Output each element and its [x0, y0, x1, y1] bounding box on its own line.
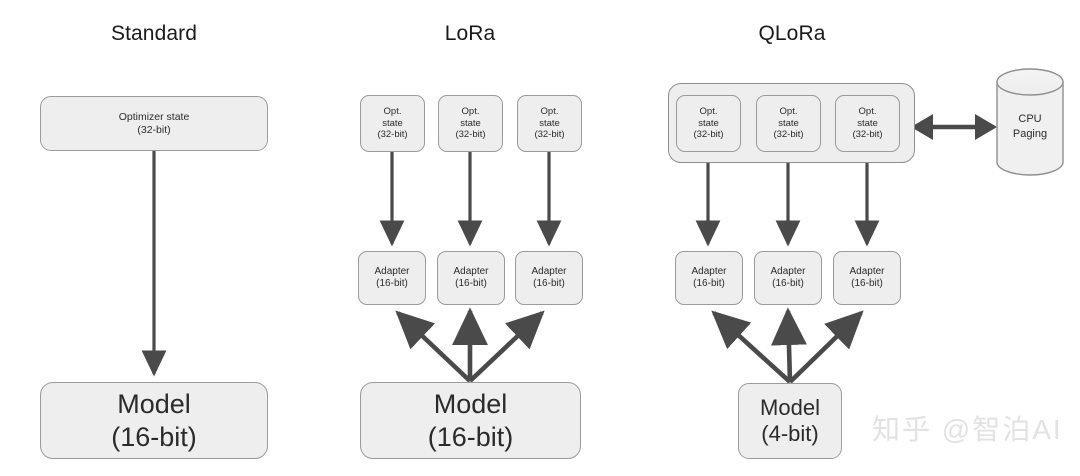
- qlora-model-line2: (4-bit): [761, 421, 819, 446]
- arrow-qlora-model-to-adapter-1: [711, 310, 792, 384]
- qlora-opt-3-line2: state: [857, 117, 878, 129]
- column-title-standard: Standard: [110, 22, 198, 45]
- qlora-adapter-box-3[interactable]: Adapter (16-bit): [833, 251, 901, 305]
- lora-adapter-2-line2: (16-bit): [455, 278, 487, 289]
- qlora-model-line1: Model: [760, 394, 820, 420]
- qlora-adapter-3-line1: Adapter: [849, 265, 885, 277]
- qlora-optimizer-state-box-2[interactable]: Opt. state (32-bit): [756, 95, 821, 152]
- arrow-qlora-paging-bidirectional: [911, 114, 997, 140]
- arrow-qlora-model-to-adapter-2: [771, 307, 807, 383]
- lora-opt-3-line2: state: [539, 117, 560, 129]
- qlora-adapter-2-line1: Adapter: [770, 265, 806, 277]
- standard-model-box[interactable]: Model (16-bit): [40, 382, 268, 459]
- lora-adapter-box-1[interactable]: Adapter (16-bit): [358, 251, 426, 305]
- standard-optimizer-line2: (32-bit): [137, 123, 171, 136]
- qlora-opt-3-line3: (32-bit): [852, 129, 883, 141]
- qlora-opt-2-line1: Opt.: [779, 106, 798, 118]
- cpu-paging-line2: Paging: [1012, 127, 1048, 140]
- qlora-opt-2-line3: (32-bit): [773, 129, 804, 141]
- lora-model-box[interactable]: Model (16-bit): [360, 382, 581, 459]
- lora-adapter-box-3[interactable]: Adapter (16-bit): [515, 251, 583, 305]
- lora-adapter-2-line1: Adapter: [453, 265, 489, 277]
- qlora-adapter-2-line2: (16-bit): [772, 278, 804, 289]
- lora-opt-1-line3: (32-bit): [377, 129, 408, 141]
- qlora-opt-1-line2: state: [698, 117, 719, 129]
- qlora-adapter-1-line1: Adapter: [691, 265, 727, 277]
- lora-adapter-3-line1: Adapter: [531, 265, 567, 277]
- qlora-opt-1-line3: (32-bit): [693, 129, 724, 141]
- lora-optimizer-state-box-2[interactable]: Opt. state (32-bit): [438, 95, 503, 152]
- arrow-qlora-model-to-adapter-3: [788, 310, 864, 384]
- qlora-opt-2-line2: state: [778, 117, 799, 129]
- qlora-opt-3-line1: Opt.: [858, 106, 877, 118]
- qlora-optimizer-state-box-3[interactable]: Opt. state (32-bit): [835, 95, 900, 152]
- cpu-paging-label: CPU Paging: [990, 112, 1070, 142]
- qlora-adapter-1-line2: (16-bit): [693, 278, 725, 289]
- lora-model-line2: (16-bit): [427, 421, 514, 452]
- qlora-model-box[interactable]: Model (4-bit): [738, 383, 842, 459]
- qlora-adapter-box-1[interactable]: Adapter (16-bit): [675, 251, 743, 305]
- arrow-lora-model-to-adapter-1: [395, 310, 472, 383]
- standard-optimizer-state-box[interactable]: Optimizer state (32-bit): [40, 96, 268, 151]
- qlora-optimizer-state-box-1[interactable]: Opt. state (32-bit): [676, 95, 741, 152]
- cpu-paging-cylinder: [996, 68, 1064, 176]
- lora-opt-3-line1: Opt.: [540, 106, 559, 118]
- lora-model-line1: Model: [433, 388, 508, 419]
- lora-opt-2-line3: (32-bit): [455, 129, 486, 141]
- lora-adapter-3-line2: (16-bit): [533, 278, 565, 289]
- lora-adapter-1-line2: (16-bit): [376, 278, 408, 289]
- standard-optimizer-line1: Optimizer state: [118, 110, 190, 123]
- lora-opt-2-line1: Opt.: [461, 106, 480, 118]
- lora-adapter-1-line1: Adapter: [374, 265, 410, 277]
- qlora-opt-1-line1: Opt.: [699, 106, 718, 118]
- column-title-qlora: QLoRa: [758, 22, 826, 45]
- arrow-lora-model-to-adapter-3: [468, 310, 545, 383]
- column-title-lora: LoRa: [444, 22, 496, 45]
- cpu-paging-line1: CPU: [1018, 113, 1042, 125]
- lora-opt-1-line2: state: [382, 117, 403, 129]
- watermark: 知乎 @智泊AI: [872, 414, 1063, 445]
- standard-model-line2: (16-bit): [111, 421, 197, 452]
- lora-opt-2-line2: state: [460, 117, 481, 129]
- lora-opt-3-line3: (32-bit): [534, 129, 565, 141]
- standard-model-line1: Model: [117, 388, 191, 419]
- lora-optimizer-state-box-1[interactable]: Opt. state (32-bit): [360, 95, 425, 152]
- lora-opt-1-line1: Opt.: [383, 106, 402, 118]
- qlora-adapter-box-2[interactable]: Adapter (16-bit): [754, 251, 822, 305]
- qlora-adapter-3-line2: (16-bit): [851, 278, 883, 289]
- lora-adapter-box-2[interactable]: Adapter (16-bit): [437, 251, 505, 305]
- lora-optimizer-state-box-3[interactable]: Opt. state (32-bit): [517, 95, 582, 152]
